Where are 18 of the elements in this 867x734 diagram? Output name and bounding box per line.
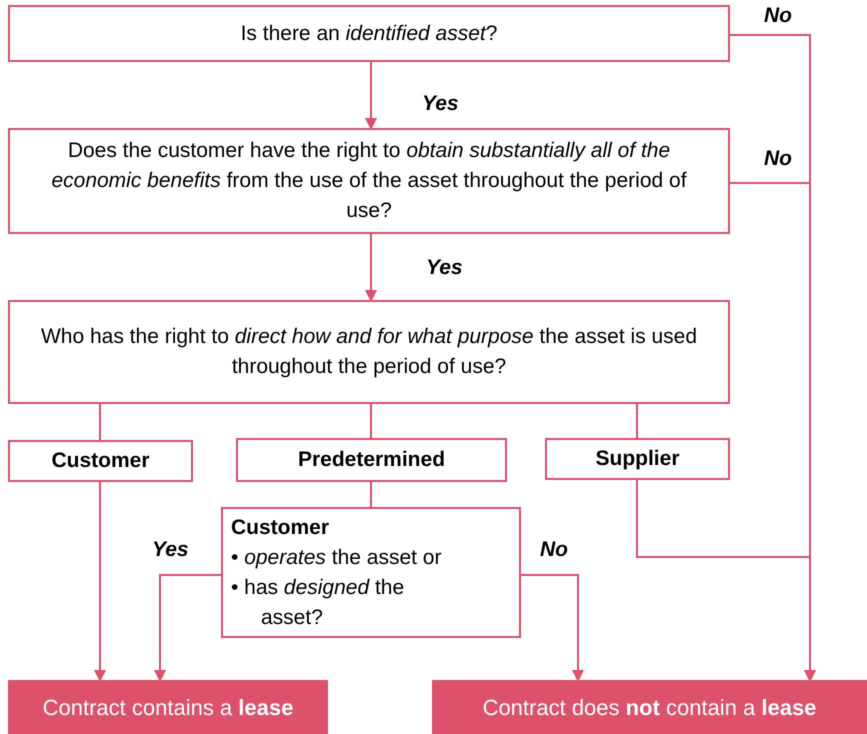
outcome-box: Contract contains a lease — [8, 680, 328, 734]
question-box: Does the customer have the right to obtain substantially all of the economic benefits from the use of the asset throughout the period of use? — [8, 128, 730, 234]
question-box: Who has the right to direct how and for what purpose the asset is used throughout the period of use? — [8, 300, 730, 404]
connector-arrow — [636, 480, 816, 682]
connector-arrow — [365, 234, 377, 302]
option-box: Supplier — [545, 438, 730, 480]
question-box: Is there an identified asset? — [8, 5, 730, 62]
option-box: Customer — [8, 440, 193, 482]
connector-arrow — [365, 62, 377, 130]
box-heading: Customer — [231, 515, 330, 541]
connector-arrow — [154, 574, 221, 682]
bullet-item: • has designed the asset? — [231, 575, 406, 631]
bullet-item: • operates the asset or — [231, 545, 442, 571]
outcome-box: Contract does not contain a lease — [432, 680, 867, 734]
option-box: Predetermined — [236, 438, 507, 482]
connector-arrow — [94, 482, 106, 682]
connector-arrow — [521, 574, 584, 682]
condition-box — [221, 507, 521, 638]
